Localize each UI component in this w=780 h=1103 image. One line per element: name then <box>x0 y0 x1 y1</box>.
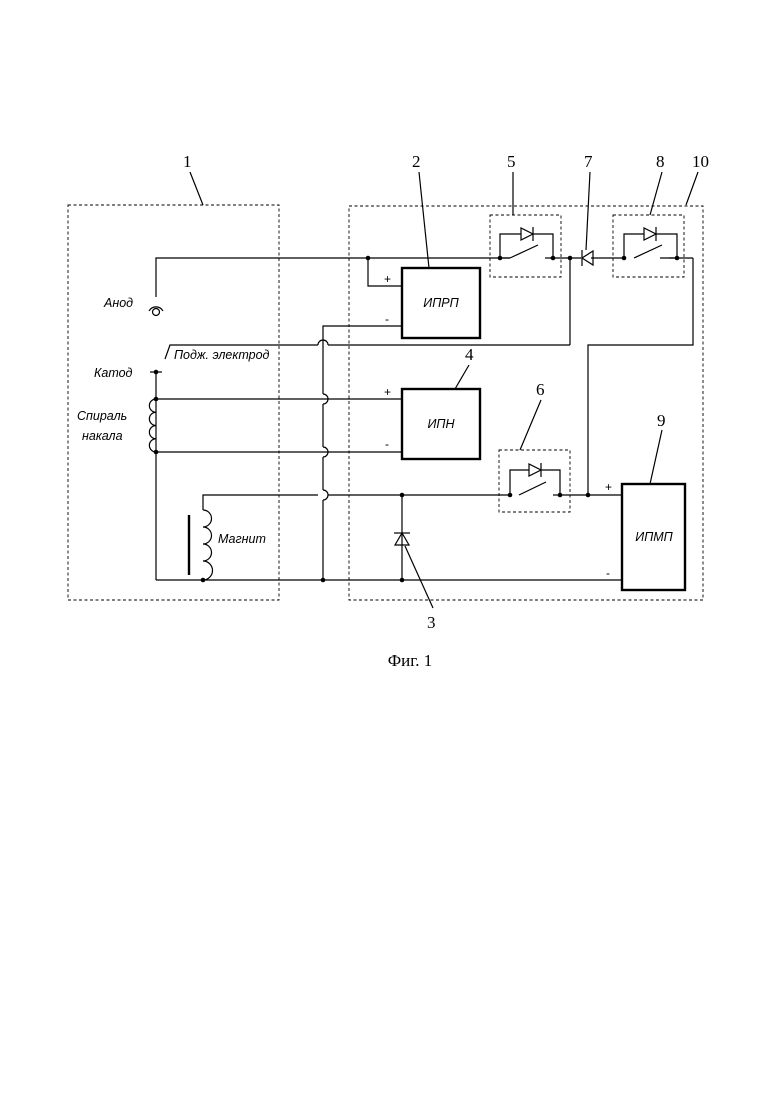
ref-number-1: 1 <box>183 152 192 171</box>
ipmp-minus-sign: - <box>606 566 610 580</box>
ref-number-10: 10 <box>692 152 709 171</box>
label-magnet: Магнит <box>218 532 266 546</box>
label-ignition-electrode: Подж. электрод <box>174 348 270 362</box>
block-label-iprp: ИПРП <box>423 296 459 310</box>
ref-number-4: 4 <box>465 345 474 364</box>
anode-symbol <box>149 307 163 316</box>
block-label-ipmp: ИПМП <box>635 530 673 544</box>
label-anode: Анод <box>103 296 133 310</box>
ref-number-7: 7 <box>584 152 593 171</box>
ref-number-6: 6 <box>536 380 545 399</box>
ref-number-3: 3 <box>427 613 436 632</box>
block-label-ipn: ИПН <box>427 417 455 431</box>
ipn-plus-sign: + <box>384 385 391 399</box>
label-heater-line1: Спираль <box>77 409 127 423</box>
ipmp-plus-sign: + <box>605 480 612 494</box>
iprp-minus-sign: - <box>385 312 389 326</box>
ref-number-5: 5 <box>507 152 516 171</box>
ipn-minus-sign: - <box>385 437 389 451</box>
figure-caption: Фиг. 1 <box>388 651 433 670</box>
switch-5 <box>500 227 553 258</box>
switch-8 <box>624 227 677 258</box>
ref-number-2: 2 <box>412 152 421 171</box>
label-heater-line2: накала <box>82 429 123 443</box>
iprp-plus-sign: + <box>384 272 391 286</box>
label-cathode: Катод <box>94 366 133 380</box>
switch-box-5 <box>490 215 561 277</box>
switch-6 <box>510 463 560 495</box>
ref-number-8: 8 <box>656 152 665 171</box>
ref-number-9: 9 <box>657 411 666 430</box>
